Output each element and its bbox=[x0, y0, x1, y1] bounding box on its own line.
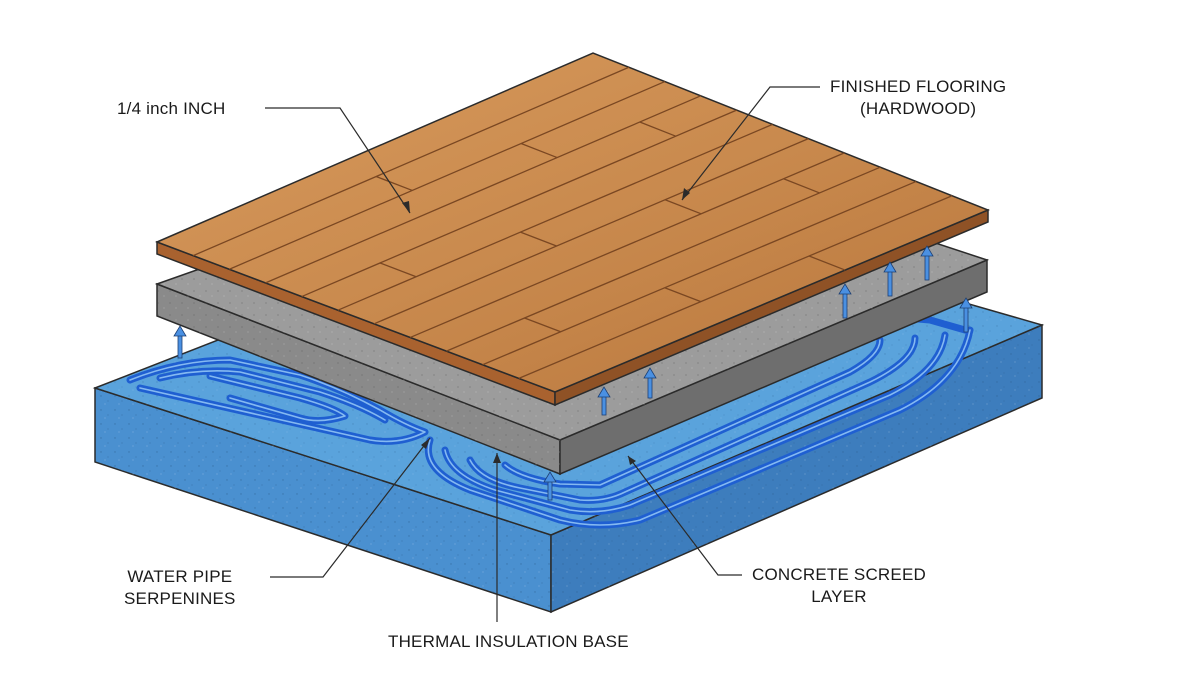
plank-seam bbox=[265, 95, 701, 284]
up-arrow-icon bbox=[173, 325, 187, 359]
up-arrow-icon bbox=[643, 367, 657, 399]
plank-joint bbox=[520, 142, 558, 159]
label-finished-flooring: FINISHED FLOORING (HARDWOOD) bbox=[830, 76, 1006, 120]
label-water-pipe: WATER PIPE SERPENINES bbox=[124, 566, 236, 610]
label-thickness-text: 1/4 inch INCH bbox=[117, 99, 226, 118]
plank-seam bbox=[337, 123, 773, 311]
plank-seam bbox=[518, 195, 953, 379]
label-concrete-screed: CONCRETE SCREED LAYER bbox=[752, 564, 926, 608]
label-thickness: 1/4 inch INCH bbox=[117, 98, 225, 120]
plank-seam bbox=[192, 66, 630, 257]
up-arrow-icon bbox=[959, 297, 973, 333]
label-pipe-line2: SERPENINES bbox=[124, 589, 236, 608]
leader-arrowheads bbox=[402, 188, 690, 465]
plank-seam bbox=[446, 166, 881, 352]
label-flooring-line1: FINISHED FLOORING bbox=[830, 77, 1007, 96]
hardwood-flooring-layer bbox=[155, 52, 990, 407]
leader-screed bbox=[627, 455, 742, 576]
plank-seam bbox=[482, 180, 917, 366]
label-insulation-text: THERMAL INSULATION BASE bbox=[388, 632, 629, 651]
wood-top-face bbox=[155, 52, 990, 393]
plank-joint bbox=[375, 175, 413, 192]
up-arrow-icon bbox=[543, 471, 557, 501]
label-screed-line1: CONCRETE SCREED bbox=[752, 565, 926, 584]
leader-thickness bbox=[265, 107, 411, 214]
plank-joint bbox=[639, 121, 676, 137]
label-flooring-line2: (HARDWOOD) bbox=[859, 99, 977, 118]
plank-joint bbox=[524, 317, 561, 333]
plank-seam bbox=[410, 152, 845, 339]
wood-planks bbox=[192, 66, 953, 379]
plank-joint bbox=[664, 287, 702, 303]
up-arrow-icon bbox=[920, 245, 934, 281]
leader-flooring bbox=[681, 86, 820, 201]
label-screed-line2: LAYER bbox=[811, 587, 867, 606]
plank-joint bbox=[379, 262, 417, 278]
up-arrow-icon bbox=[883, 261, 897, 297]
plank-seam bbox=[301, 109, 737, 298]
heat-arrows bbox=[173, 245, 973, 501]
up-arrow-icon bbox=[838, 283, 852, 319]
up-arrow-icon bbox=[597, 386, 611, 416]
plank-seam bbox=[373, 138, 809, 325]
leader-pipe bbox=[270, 437, 431, 578]
label-pipe-line1: WATER PIPE bbox=[127, 567, 233, 586]
plank-joint bbox=[783, 178, 820, 194]
plank-joint bbox=[808, 255, 846, 271]
label-thermal-insulation: THERMAL INSULATION BASE bbox=[388, 631, 629, 653]
leader-lines bbox=[265, 86, 820, 622]
plank-joint bbox=[520, 231, 557, 247]
plank-seam bbox=[229, 80, 666, 270]
plank-joint bbox=[664, 199, 702, 215]
